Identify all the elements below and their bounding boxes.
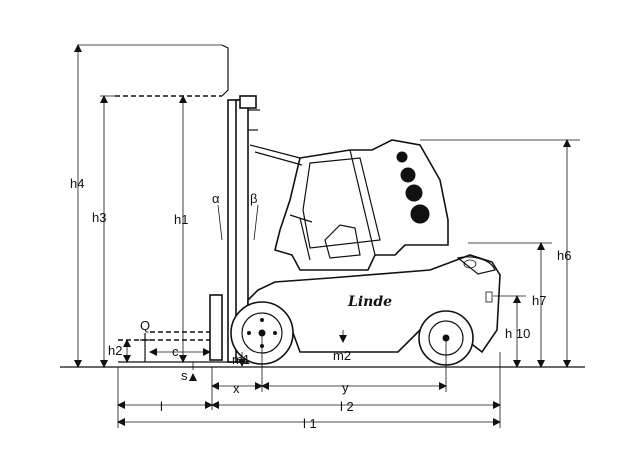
h1-label: h1 [174,212,188,227]
s-label: s [181,368,188,383]
dim-h7 [468,242,552,368]
y-label: y [342,380,349,395]
h3-label: h3 [92,210,106,225]
brand-logo: Linde [347,294,392,310]
dim-h10 [493,295,526,368]
fork-carriage [118,294,232,363]
dim-l-l2 [117,352,501,428]
raised-load-outline [78,44,229,97]
mast [227,95,260,363]
l2-label: l 2 [340,399,354,414]
h2-label: h2 [108,343,122,358]
cabin [249,139,449,271]
tilt-angles [217,204,259,241]
h10-label: h 10 [505,326,530,341]
c-label: c [172,344,179,359]
alpha-label: α [212,191,220,206]
load-center-mark [140,333,150,362]
h6-label: h6 [557,248,571,263]
q-label: Q [140,318,150,333]
l1-label: l 1 [303,416,317,431]
m2-label: m2 [333,348,351,363]
h4-label: h4 [70,176,84,191]
h7-label: h7 [532,293,546,308]
l-label: l [160,399,163,414]
m1-label: m1 [232,352,250,367]
dim-h3 [100,95,120,368]
x-label: x [233,381,240,396]
dim-h6 [420,139,580,368]
dim-y [261,338,447,392]
beta-label: β [250,191,257,206]
